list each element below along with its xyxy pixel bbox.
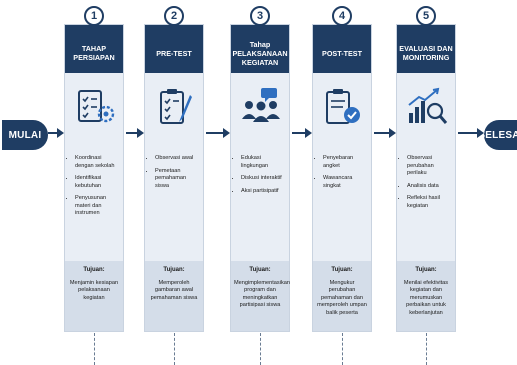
stage-item: Identifikasi kebutuhan [75,175,121,190]
step-badge-2: 2 [164,6,184,26]
goal-text: Mengimplementasikan program dan meningka… [234,279,290,309]
flow-arrow [206,128,230,138]
stage-item: Aksi partisipatif [241,188,287,196]
chart-magnifier-icon [408,87,448,124]
stage-goal: Tujuan: Mengimplementasikan program dan … [231,261,290,331]
step-number: 2 [170,10,178,22]
stage-title: POST-TEST [313,25,371,73]
flow-arrow [458,128,484,138]
goal-text: Mengukur perubahan pemahaman dan mempero… [317,279,367,316]
stage-item: Observasi awal [155,155,201,163]
stage-items: Observasi perubahan perilaku Analisis da… [400,155,453,215]
stage-items: Edukasi lingkungan Diskusi interaktif Ak… [234,155,287,200]
goal-text: Menjamin kesiapan pelaksanaan kegiatan [69,279,119,301]
stage-goal: Tujuan: Menjamin kesiapan pelaksanaan ke… [65,261,123,331]
stage-5: EVALUASI DAN MONITORING Observasi peruba… [396,24,456,332]
stage-items: Penyebaran angket Wawancara singkat [316,155,369,195]
stage-title: EVALUASI DAN MONITORING [397,25,455,73]
dashed-connector [260,333,261,365]
dashed-connector [94,333,95,365]
goal-label: Tujuan: [83,267,105,273]
step-badge-4: 4 [332,6,352,26]
stage-item: Observasi perubahan perilaku [407,155,453,178]
dashed-connector [342,333,343,365]
start-node: MULAI [2,120,48,150]
stage-2: PRE-TEST Observasi awal Pemetaan pemaham… [144,24,204,332]
stage-4: POST-TEST Penyebaran angket Wawancara si… [312,24,372,332]
clipboard-pencil-icon [160,89,192,124]
goal-label: Tujuan: [415,267,437,273]
goal-text: Memperoleh gambaran awal pemahaman siswa [150,279,198,301]
start-label: MULAI [8,129,42,141]
stage-3: Tahap PELAKSANAAN KEGIATAN Edukasi lingk… [230,24,290,332]
flow-arrow [48,128,64,138]
stage-goal: Tujuan: Memperoleh gambaran awal pemaham… [145,261,203,331]
goal-label: Tujuan: [249,267,271,273]
stage-item: Refleksi hasil kegiatan [407,195,453,210]
stage-goal: Tujuan: Mengukur perubahan pemahaman dan… [313,261,371,331]
step-number: 1 [90,10,98,22]
stage-item: Diskusi interaktif [241,175,287,183]
stage-item: Analisis data [407,183,453,191]
stage-title: PRE-TEST [145,25,203,73]
step-number: 5 [422,10,430,22]
stage-title: TAHAP PERSIAPAN [65,25,123,73]
goal-label: Tujuan: [331,267,353,273]
checklist-gear-icon [78,90,115,123]
stage-items: Koordinasi dengan sekolah Identifikasi k… [68,155,121,223]
stage-1: TAHAP PERSIAPAN Koordinasi dengan sekola… [64,24,124,332]
group-discussion-icon [242,88,280,122]
step-number: 4 [338,10,346,22]
goal-text: Menilai efektivitas kegiatan dan merumus… [403,279,449,316]
step-badge-3: 3 [250,6,270,26]
dashed-connector [174,333,175,365]
step-badge-5: 5 [416,6,436,26]
flow-arrow [374,128,396,138]
dashed-connector [426,333,427,365]
flow-arrow [292,128,312,138]
clipboard-check-icon [326,89,360,124]
stage-items: Observasi awal Pemetaan pemahaman siswa [148,155,201,195]
step-badge-1: 1 [84,6,104,26]
stage-item: Koordinasi dengan sekolah [75,155,121,170]
stage-item: Penyebaran angket [323,155,369,170]
stage-title: Tahap PELAKSANAAN KEGIATAN [231,25,289,73]
stage-item: Wawancara singkat [323,175,369,190]
stage-item: Pemetaan pemahaman siswa [155,168,201,191]
goal-label: Tujuan: [163,267,185,273]
step-number: 3 [256,10,264,22]
end-label: SELESAI [478,129,517,141]
flow-arrow [126,128,144,138]
stage-goal: Tujuan: Menilai efektivitas kegiatan dan… [397,261,455,331]
end-node: SELESAI [478,120,517,150]
stage-item: Penyusunan materi dan instrumen [75,195,121,218]
stage-item: Edukasi lingkungan [241,155,287,170]
